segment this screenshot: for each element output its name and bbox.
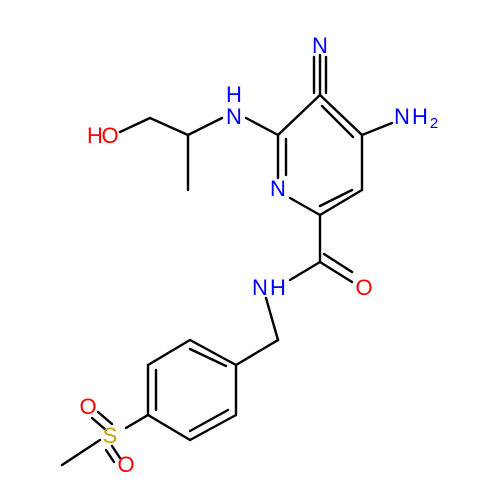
bonds — [60, 53, 394, 467]
hydroxyl-o-label: O — [101, 123, 118, 148]
bond-nh-ch — [186, 116, 224, 137]
amino-subscript-label: 2 — [430, 115, 438, 132]
amino-n-label: N — [394, 104, 410, 129]
ring-bond-c3-c4 — [318, 93, 364, 137]
pyridine-n-label: N — [270, 176, 286, 201]
bond-s-o-top-double — [90, 416, 108, 432]
benzene-bond-2 — [146, 338, 192, 367]
benzene-bond-4 — [146, 413, 192, 442]
bond-s-methyl — [60, 438, 102, 467]
ring-bond-c3-c4-double — [320, 104, 355, 139]
atom-labels: N H N H O N H 2 N O N H O S O — [79, 33, 438, 477]
amide-n-label: N — [252, 275, 268, 300]
bond-carbonyl-o-double — [322, 252, 354, 274]
ring-bond-c6-n — [288, 196, 322, 217]
bond-carbonyl-n — [288, 260, 322, 282]
bond-aryl-s — [124, 413, 150, 430]
bond-n-ch2 — [264, 296, 280, 342]
bond-s-o-top — [96, 410, 114, 426]
ring-bond-c2-c3 — [276, 93, 322, 137]
amine-h-label: H — [226, 82, 242, 107]
ring-bond-c5-c6-double — [318, 188, 354, 208]
bond-ch2-oh — [118, 116, 152, 134]
benzene-bond-1-double — [188, 347, 228, 368]
benzene-bond-5-double — [188, 408, 230, 433]
nitrile-n-label: N — [312, 33, 328, 58]
benzene-bond-1 — [188, 338, 238, 367]
amino-h-label: H — [412, 104, 428, 129]
sulfonyl-o-bottom-label: O — [117, 452, 134, 477]
bond-s-o-bottom — [110, 444, 122, 460]
bond-c4-nh2 — [360, 121, 394, 137]
amide-h-label: H — [270, 275, 286, 300]
amide-o-label: O — [355, 275, 372, 300]
amine-n-label: N — [226, 104, 242, 129]
bond-carbonyl-o — [318, 260, 354, 284]
bond-c2-nh — [244, 116, 280, 137]
bond-ch2-aryl — [234, 338, 280, 367]
sulfonyl-s-label: S — [103, 423, 118, 448]
benzene-bond-5 — [188, 413, 238, 442]
bond-ch-ch2 — [148, 116, 190, 137]
ring-bond-c5-c6 — [318, 188, 364, 217]
sulfonyl-o-top-label: O — [79, 394, 96, 419]
bond-s-o-bottom-double — [104, 448, 116, 464]
hydroxyl-h-label: H — [87, 123, 103, 148]
